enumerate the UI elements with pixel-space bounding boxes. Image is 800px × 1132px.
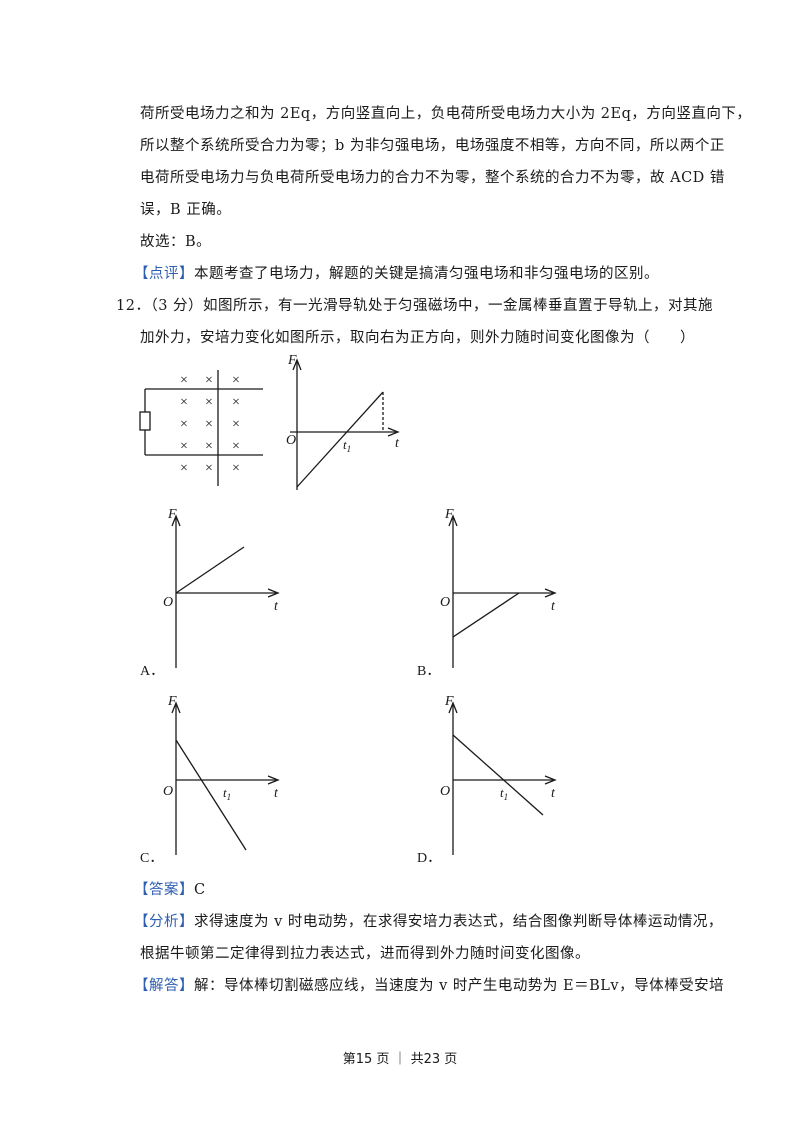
field-crosses: × × × × × × × × × × × × × × ×: [180, 373, 240, 476]
analysis-line-1: 【分析】求得速度为 v 时电动势，在求得安培力表达式，结合图像判断导体棒运动情况…: [134, 912, 723, 932]
f-axis-arrow: [292, 358, 302, 371]
cross-mark: ×: [180, 417, 188, 432]
paragraph-line-4: 误，B 正确。: [140, 202, 232, 218]
origin-label: O: [440, 595, 450, 610]
axis-label-t: t: [551, 786, 556, 801]
analysis-line-2: 根据牛顿第二定律得到拉力表达式，进而得到外力随时间变化图像。: [140, 946, 590, 962]
cross-mark: ×: [180, 395, 188, 410]
graph-line: [452, 734, 544, 816]
graph-line: [175, 739, 247, 851]
origin-label: O: [163, 595, 173, 610]
choice-line: 故选：B。: [140, 234, 212, 250]
option-c-label: C．: [140, 851, 164, 866]
comment-line: 【点评】本题考查了电场力，解题的关键是搞清匀强电场和非匀强电场的区别。: [134, 264, 659, 284]
t-axis-arrow: [267, 588, 280, 598]
cross-mark: ×: [232, 373, 240, 388]
cross-mark: ×: [205, 373, 213, 388]
origin-label: O: [163, 784, 173, 799]
cross-mark: ×: [205, 439, 213, 454]
axis-label-t: t: [395, 436, 400, 451]
solution-text: 解：导体棒切割磁感应线，当速度为 v 时产生电动势为 E＝BLv，导体棒受安培: [194, 978, 725, 994]
axis-label-f: F: [287, 353, 297, 368]
page-footer: 第15 页 ｜ 共23 页: [342, 1052, 458, 1067]
axis-label-f: F: [444, 694, 454, 709]
paragraph-line-1: 荷所受电场力之和为 2Eq，方向竖直向上，负电荷所受电场力大小为 2Eq，方向竖…: [140, 106, 752, 122]
paragraph-line-3: 电荷所受电场力与负电荷所受电场力的合力不为零，整个系统的合力不为零，故 ACD …: [140, 170, 725, 186]
option-d-label: D．: [417, 851, 442, 866]
cross-mark: ×: [205, 395, 213, 410]
resistor-icon: [139, 411, 151, 431]
axis-label-t: t: [551, 599, 556, 614]
cross-mark: ×: [232, 395, 240, 410]
t-axis-arrow: [544, 588, 557, 598]
t1-label: t1: [343, 437, 351, 454]
origin-label: O: [440, 784, 450, 799]
force-line: [296, 391, 384, 488]
answer-tag: 【答案】: [134, 882, 194, 898]
paragraph-line-2: 所以整个系统所受合力为零；b 为非匀强电场，电场强度不相等，方向不同，所以两个正: [140, 138, 725, 154]
question-line-2: 加外力，安培力变化如图所示，取向右为正方向，则外力随时间变化图像为（ ）: [140, 330, 695, 346]
cross-mark: ×: [180, 461, 188, 476]
cross-mark: ×: [205, 417, 213, 432]
analysis-tag: 【分析】: [134, 914, 194, 930]
graph-line: [175, 546, 245, 594]
f-axis-arrow: [171, 514, 181, 527]
cross-mark: ×: [232, 417, 240, 432]
cross-mark: ×: [180, 439, 188, 454]
cross-mark: ×: [180, 373, 188, 388]
t-axis-arrow: [544, 775, 557, 785]
solution-line-1: 【解答】解：导体棒切割磁感应线，当速度为 v 时产生电动势为 E＝BLv，导体棒…: [134, 976, 724, 996]
ampere-force-graph: [290, 358, 400, 490]
origin-label: O: [286, 433, 296, 448]
axis-label-t: t: [274, 599, 279, 614]
option-b-label: B．: [417, 664, 441, 679]
rail-circuit-diagram: [139, 370, 263, 486]
answer-line: 【答案】C: [134, 880, 206, 900]
cross-mark: ×: [232, 461, 240, 476]
axis-label-f: F: [444, 507, 454, 522]
f-axis-arrow: [448, 514, 458, 527]
t-axis-arrow: [267, 775, 280, 785]
solution-tag: 【解答】: [134, 978, 194, 994]
f-axis-arrow: [448, 701, 458, 714]
option-d-graph: [448, 701, 557, 855]
comment-text: 本题考查了电场力，解题的关键是搞清匀强电场和非匀强电场的区别。: [194, 266, 659, 282]
analysis-text: 求得速度为 v 时电动势，在求得安培力表达式，结合图像判断导体棒运动情况，: [194, 914, 723, 930]
f-axis-arrow: [171, 701, 181, 714]
comment-tag: 【点评】: [134, 266, 194, 282]
question-head: 12．（3 分）如图所示，有一光滑导轨处于匀强磁场中，一金属棒垂直置于导轨上，对…: [116, 298, 714, 314]
cross-mark: ×: [205, 461, 213, 476]
option-b-graph: [448, 514, 557, 668]
t1-label: t1: [500, 785, 508, 802]
answer-text: C: [194, 882, 206, 898]
option-a-graph: [171, 514, 280, 668]
axis-label-t: t: [274, 786, 279, 801]
t1-label: t1: [223, 785, 231, 802]
axis-label-f: F: [167, 507, 177, 522]
option-c-graph: [171, 701, 280, 855]
graph-line: [452, 592, 520, 638]
t-axis-arrow: [387, 427, 400, 437]
cross-mark: ×: [232, 439, 240, 454]
axis-label-f: F: [167, 694, 177, 709]
option-a-label: A．: [140, 664, 165, 679]
